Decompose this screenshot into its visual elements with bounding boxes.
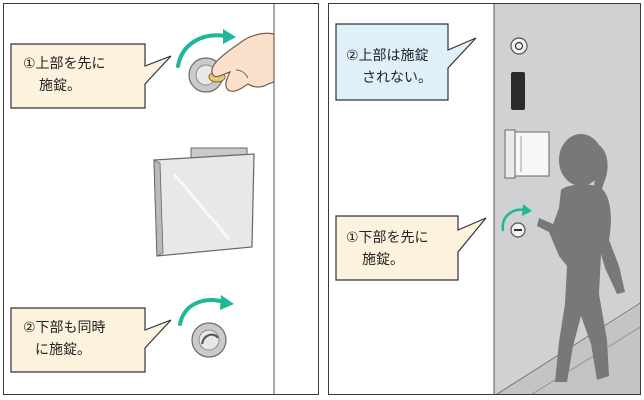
top-door-lock-icon: [510, 37, 528, 55]
door-handle-icon: [504, 129, 550, 179]
callout-line-1: ①上部を先に: [23, 56, 106, 72]
left-panel: ①上部を先に 施錠。 ②下部も同時 に施錠。: [3, 3, 319, 395]
callout-line-2: 施錠。: [362, 252, 404, 268]
callout-top-not-locked: ②上部は施錠 されない。: [335, 23, 486, 108]
bottom-door-lock-icon: [510, 222, 526, 238]
rotation-arrow-icon: [178, 298, 226, 326]
callout-lock-bottom-first: ①下部を先に 施錠。: [335, 215, 506, 292]
callout-line-1: ②下部も同時: [23, 320, 106, 336]
bottom-door-lock-icon: [191, 322, 227, 358]
callout-line-2: 施錠。: [39, 78, 81, 94]
callout-line-2: に施錠。: [35, 342, 91, 358]
right-scene: [493, 4, 640, 394]
callout-line-1: ②上部は施錠: [346, 48, 429, 64]
door-viewer-panel: [511, 72, 525, 110]
rotation-arrow-icon: [176, 33, 228, 68]
child-silhouette-icon: [537, 134, 625, 382]
right-panel: ②上部は施錠 されない。 ①下部を先に 施錠。: [328, 3, 641, 395]
callout-line-1: ①下部を先に: [346, 230, 429, 246]
door-handle-icon: [153, 147, 255, 257]
hand-icon: [211, 32, 275, 92]
left-scene: [153, 4, 275, 394]
callout-line-2: されない。: [362, 70, 432, 86]
rotation-arrow-icon: [501, 208, 527, 232]
callout-lock-top-first: ①上部を先に 施錠。: [10, 43, 181, 114]
callout-lock-bottom-same-time: ②下部も同時 に施錠。: [10, 307, 181, 378]
